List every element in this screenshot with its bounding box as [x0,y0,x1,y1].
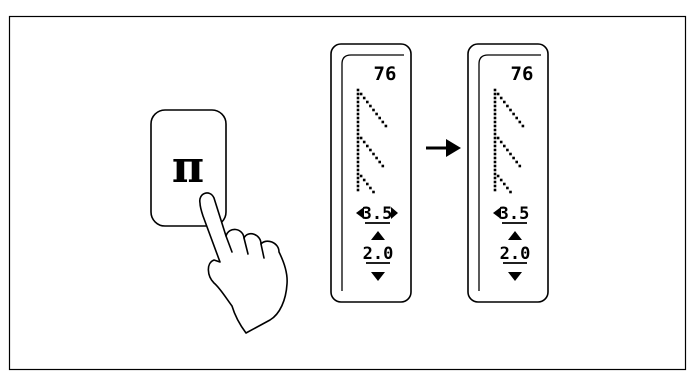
width-left-arrow-icon [493,207,501,219]
lcd-before-stitch-length: 2.0 [363,244,394,264]
right-arrow-icon [426,139,461,157]
width-right-arrow-icon [391,207,398,219]
length-up-arrow-icon [371,231,385,240]
lcd-before-pattern-number: 76 [374,63,397,85]
lcd-after-stitch-width: 3.5 [499,204,530,224]
length-up-arrow-icon [508,231,522,240]
lcd-after-pattern-number: 76 [511,63,534,85]
lcd-before-stitch-width: 3.5 [362,204,393,224]
twin-needle-key-symbol: π [172,142,204,193]
lcd-before: 76 3.5 2.0 [330,43,412,303]
lcd-after: 76 3.5 2.0 [467,43,549,303]
pointing-hand-icon [199,192,288,334]
diagram-frame [8,15,687,371]
length-down-arrow-icon [371,272,385,281]
stitch-pattern-icon [356,88,388,194]
length-down-arrow-icon [508,272,522,281]
width-left-arrow-icon [356,207,364,219]
lcd-after-stitch-length: 2.0 [500,244,531,264]
stitch-pattern-icon [493,88,525,194]
